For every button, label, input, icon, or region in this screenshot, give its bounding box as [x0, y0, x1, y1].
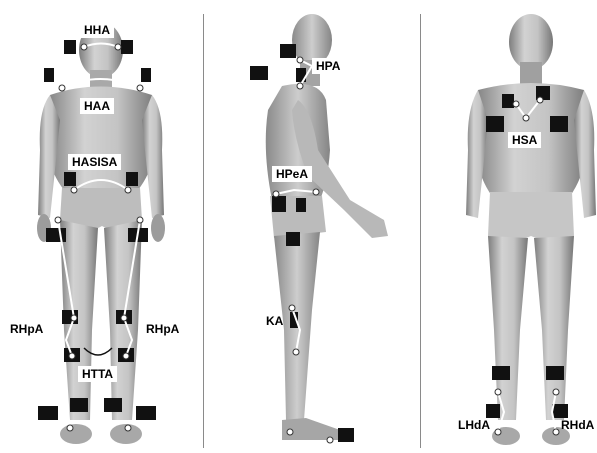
marker-hip-right	[126, 172, 138, 186]
marker-ankle-right-outer	[136, 406, 156, 420]
panel-divider-left	[203, 14, 204, 448]
panel-divider-right	[420, 14, 421, 448]
label-rhpa-right: RHpA	[146, 322, 179, 336]
marker-back-calf-left	[492, 366, 510, 380]
label-hasisa: HASISA	[68, 154, 121, 170]
marker-back-scapula-left	[486, 116, 504, 132]
marker-side-thigh	[286, 232, 300, 246]
marker-ankle-left-inner	[70, 398, 88, 412]
back-shorts	[488, 192, 574, 241]
marker-shoulder-left	[44, 68, 54, 82]
marker-back-ankle-left	[486, 404, 500, 418]
back-figure	[466, 14, 596, 445]
side-figure	[266, 14, 388, 440]
label-rhpa-left: RHpA	[10, 322, 43, 336]
label-haa: HAA	[80, 98, 114, 114]
marker-side-ankle	[338, 428, 354, 442]
marker-shoulder-right	[141, 68, 151, 82]
label-hha: HHA	[80, 22, 114, 38]
back-left-leg	[488, 236, 528, 420]
label-ka: KA	[266, 314, 283, 328]
marker-hip-left	[64, 172, 76, 186]
label-hpea: HPeA	[272, 166, 312, 182]
marker-side-hip-2	[296, 198, 306, 212]
marker-back-neck-left	[502, 94, 514, 108]
label-hsa: HSA	[508, 132, 541, 148]
front-left-foot	[60, 424, 92, 444]
marker-head-right	[121, 40, 133, 54]
marker-back-calf-right	[546, 366, 564, 380]
marker-thigh-left	[46, 228, 66, 242]
label-lhda: LHdA	[458, 418, 490, 432]
marker-side-head	[280, 44, 296, 58]
marker-back-scapula-right	[550, 116, 568, 132]
label-htta: HTTA	[78, 366, 117, 382]
marker-head-left	[64, 40, 76, 54]
label-rhda: RHdA	[561, 418, 594, 432]
marker-side-shoulder	[250, 66, 268, 80]
marker-ankle-left-outer	[38, 406, 58, 420]
marker-ankle-right-inner	[104, 398, 122, 412]
marker-side-hip-1	[272, 196, 286, 212]
back-neck	[520, 62, 542, 86]
label-hpa: HPA	[312, 58, 344, 74]
back-head	[509, 14, 553, 70]
front-right-hand	[151, 214, 165, 242]
marker-back-ankle-right	[552, 404, 568, 418]
